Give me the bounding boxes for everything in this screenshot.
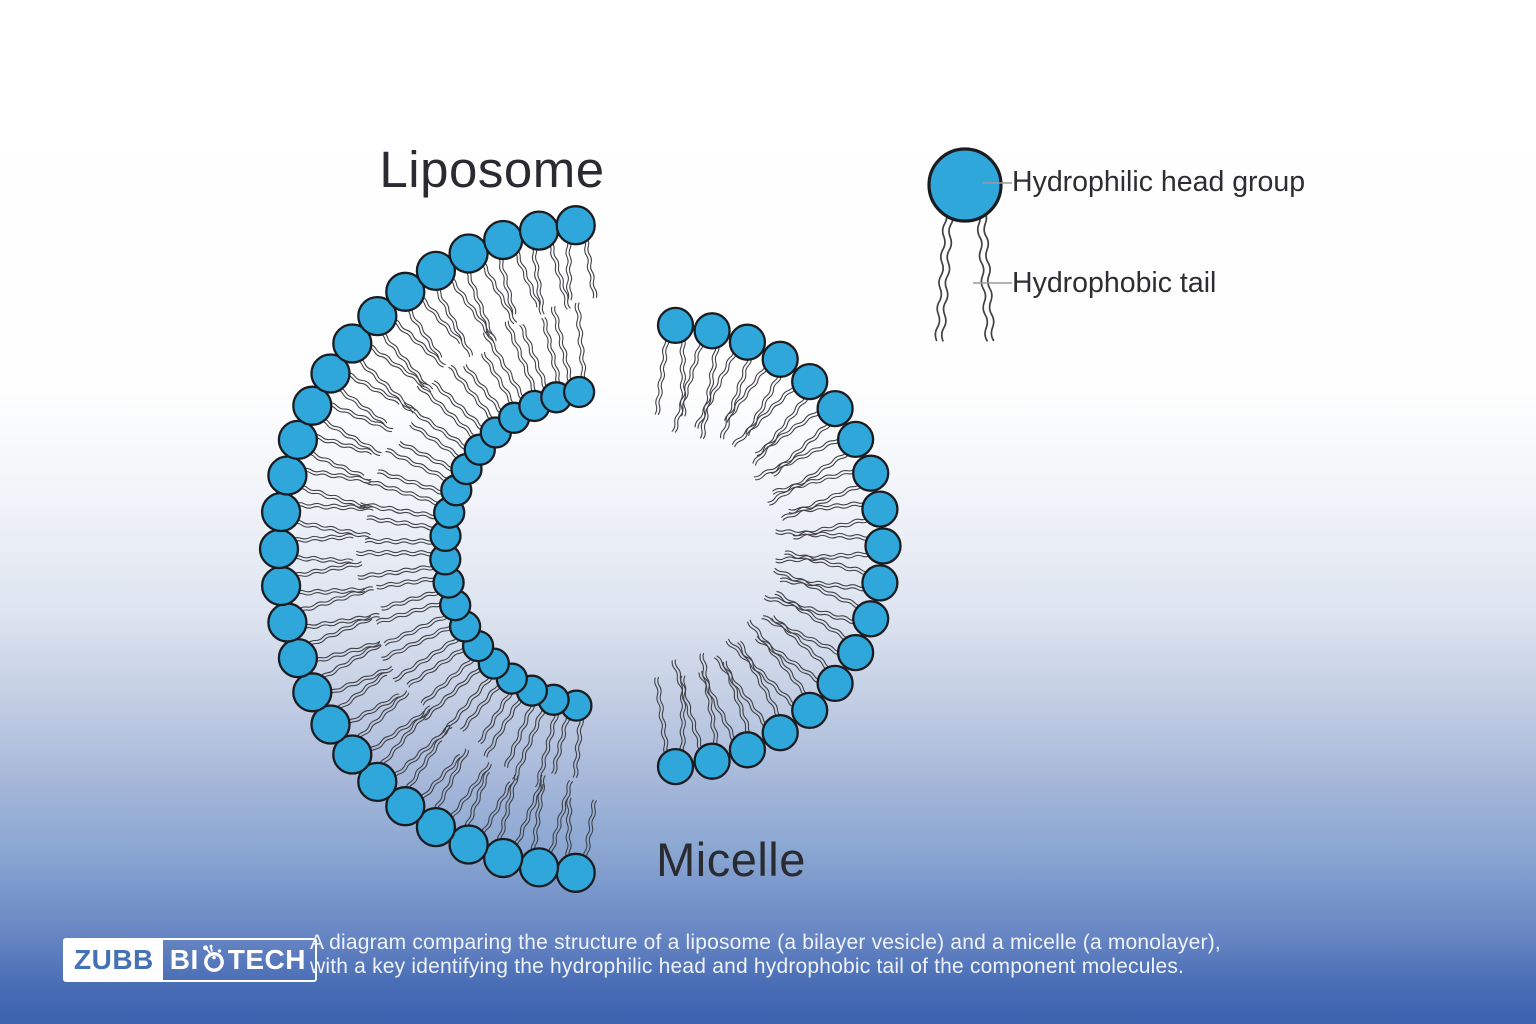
caption-line-2: with a key identifying the hydrophilic h… [310, 954, 1185, 978]
liposome-title: Liposome [379, 141, 605, 198]
logo-biotech-text: BI TECH [163, 940, 315, 980]
logo-bi-text: BI [169, 944, 199, 975]
caption-line-1: A diagram comparing the structure of a l… [310, 931, 1221, 954]
key-tail-label: Hydrophobic tail [1012, 267, 1217, 299]
logo-zubb-text: ZUBB [65, 940, 163, 980]
logo-tech-text: TECH [227, 944, 306, 975]
key-head-label: Hydrophilic head group [1012, 166, 1306, 198]
logo: ZUBB BI TECH [63, 938, 317, 982]
micelle-label: Micelle [656, 833, 806, 886]
caption: A diagram comparing the structure of a l… [310, 931, 1221, 978]
molecule-o-icon [202, 944, 224, 972]
